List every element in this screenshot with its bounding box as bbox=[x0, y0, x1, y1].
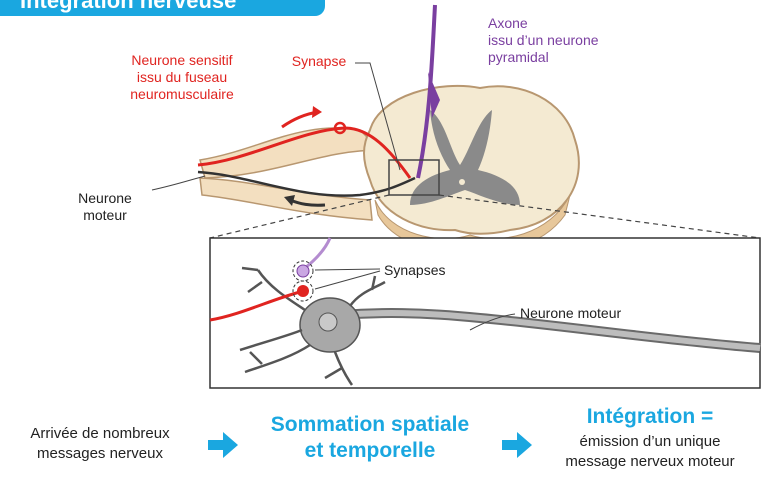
inset-pyramidal-bouton bbox=[297, 265, 309, 277]
sensory-neuron-label: Neurone sensitif issu du fuseau neuromus… bbox=[92, 52, 272, 103]
synapse-label: Synapse bbox=[284, 53, 354, 70]
right-arrow-icon bbox=[208, 432, 238, 458]
afferent-arrow-head bbox=[312, 106, 322, 118]
nerve-root bbox=[200, 128, 380, 178]
motor-leader bbox=[152, 176, 205, 190]
synapses-label: Synapses bbox=[384, 262, 445, 279]
right-arrow-icon bbox=[502, 432, 532, 458]
inset-panel bbox=[210, 238, 760, 388]
flow-step-2: Sommation spatiale et temporelle bbox=[255, 412, 485, 464]
inset-sensory-bouton bbox=[297, 285, 309, 297]
flow-step-3-title: Intégration = bbox=[545, 404, 755, 430]
flow-step-1: Arrivée de nombreux messages nerveux bbox=[10, 424, 190, 464]
motor-neuron-label: Neurone moteur bbox=[60, 190, 150, 224]
central-canal bbox=[459, 179, 465, 185]
axon-label: Axone issu d’un neurone pyramidal bbox=[488, 15, 599, 66]
inset-motor-neuron-label: Neurone moteur bbox=[520, 305, 621, 322]
inset-nucleus bbox=[319, 313, 337, 331]
flow-step-3: émission d’un unique message nerveux mot… bbox=[545, 432, 755, 472]
